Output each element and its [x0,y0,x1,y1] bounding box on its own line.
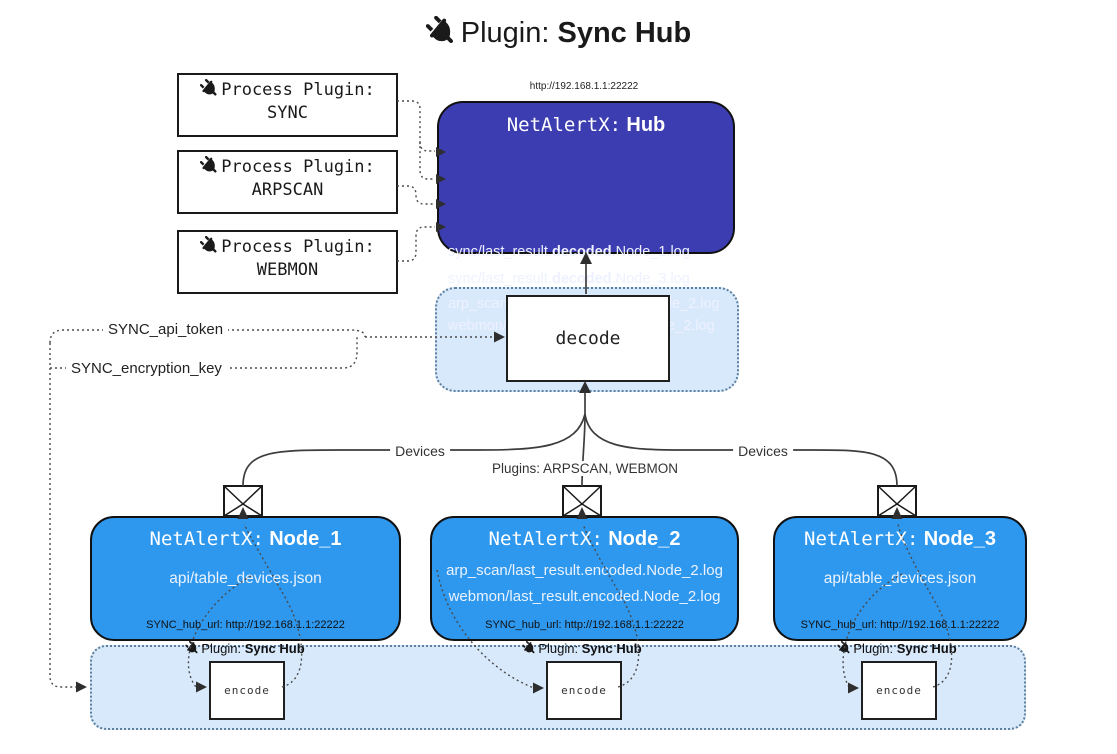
process-plugin-label: Process Plugin: [221,237,375,257]
node-file-line: webmon/last_result.encoded.Node_2.log [448,588,721,605]
envelope-icon [877,485,917,517]
plug-icon [837,640,850,654]
plug-icon [200,78,217,96]
encode-box: encode [209,661,285,720]
node-box-node-3: NetAlertX: Node_3 api/table_devices.json… [773,516,1027,641]
encoder-label: Plugin: Sync Hub [185,640,305,656]
encode-box: encode [861,661,937,720]
page-title: Plugin: Sync Hub [0,15,1117,50]
plug-icon [425,15,453,44]
process-plugin-label: Process Plugin: [221,157,375,177]
node-title: NetAlertX: Node_2 [488,528,681,550]
encoder-label: Plugin: Sync Hub [522,640,642,656]
process-plugin-label: Process Plugin: [221,80,375,100]
hub-name: Hub [626,114,666,136]
node-title: NetAlertX: Node_3 [804,528,996,550]
hub-product: NetAlertX: [506,114,622,136]
node-file-line: api/table_devices.json [169,570,322,587]
decode-box: decode [506,295,670,382]
node-hub-url: SYNC_hub_url: http://192.168.1.1:22222 [800,619,1000,631]
envelope-icon [223,485,263,517]
process-plugin-box-arpscan: Process Plugin: ARPSCAN [177,150,398,214]
process-plugin-box-sync: Process Plugin: SYNC [177,73,398,137]
env-sync-encryption-key: SYNC_encryption_key [66,360,227,377]
env-sync-api-token: SYNC_api_token [103,321,229,338]
process-plugin-name: ARPSCAN [251,180,324,200]
plug-icon [200,235,217,253]
node-file-line: arp_scan/last_result.encoded.Node_2.log [446,562,723,579]
encode-box: encode [546,661,622,720]
node-hub-url: SYNC_hub_url: http://192.168.1.1:22222 [485,619,684,631]
title-name: Sync Hub [557,17,692,49]
node-hub-url: SYNC_hub_url: http://192.168.1.1:22222 [146,619,345,631]
process-plugin-name: SYNC [267,103,308,123]
edge-label-devices-right: Devices [733,443,793,459]
node-file-line: api/table_devices.json [823,570,977,587]
envelope-icon [562,485,602,517]
node-box-node-1: NetAlertX: Node_1 api/table_devices.json… [90,516,401,641]
plug-icon [185,640,198,654]
edge-label-plugins: Plugins: ARPSCAN, WEBMON [486,461,684,476]
hub-title: NetAlertX: Hub [439,114,733,137]
hub-box: NetAlertX: Hub sync/last_result.decoded.… [437,101,735,334]
node-title: NetAlertX: Node_1 [149,528,342,550]
encoder-label: Plugin: Sync Hub [837,640,957,656]
hub-log-line: sync/last_result.decoded.Node_3.log [448,271,690,287]
hub-url: http://192.168.1.1:22222 [529,81,639,92]
plug-icon [200,155,217,173]
title-label: Plugin: [460,17,550,49]
node-box-node-2: NetAlertX: Node_2 arp_scan/last_result.e… [430,516,739,641]
hub-log-line: sync/last_result.decoded.Node_1.log [448,244,690,260]
process-plugin-name: WEBMON [256,260,319,280]
process-plugin-box-webmon: Process Plugin: WEBMON [177,230,398,294]
edge-label-devices-left: Devices [390,443,450,459]
plug-icon [522,640,535,654]
